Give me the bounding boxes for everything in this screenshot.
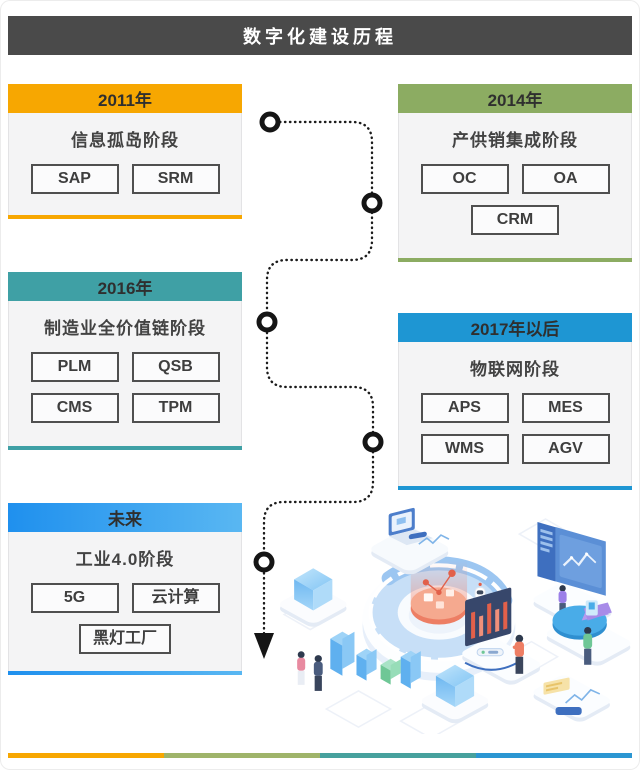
tag-QSB: QSB xyxy=(131,352,220,382)
tag-WMS: WMS xyxy=(420,434,509,464)
tag-MES: MES xyxy=(521,393,610,423)
tag-5G: 5G xyxy=(30,583,119,613)
tag-CMS: CMS xyxy=(30,393,119,423)
glass-cube xyxy=(280,568,347,627)
stage-card-2011: 2011年 信息孤岛阶段 SAP SRM xyxy=(8,84,242,219)
stage-card-body: 工业4.0阶段 5G 云计算黑灯工厂 xyxy=(9,532,241,671)
stage-accent-bar xyxy=(398,486,632,490)
molecule-icon xyxy=(422,569,456,596)
footer-segment-4 xyxy=(476,753,632,758)
tag-SAP: SAP xyxy=(30,164,119,194)
stage-card-body: 产供销集成阶段 OC OA CRM xyxy=(399,113,631,258)
stage-phase-label: 信息孤岛阶段 xyxy=(71,131,179,150)
bar-chart-3d xyxy=(330,631,421,689)
timeline-node-4 xyxy=(362,431,384,453)
data-bowl xyxy=(410,560,468,625)
tag-云计算: 云计算 xyxy=(131,583,220,613)
stage-card-body: 物联网阶段 APS MES WMS AGV xyxy=(399,342,631,486)
glass-cube xyxy=(421,664,489,724)
person xyxy=(512,634,524,674)
stage-card-2017: 2017年以后 物联网阶段 APS MES WMS AGV xyxy=(398,313,632,490)
stage-tag-list: 5G 云计算黑灯工厂 xyxy=(9,583,241,654)
stage-tag-list: APS MES WMS AGV xyxy=(399,393,631,464)
person xyxy=(297,651,306,685)
person xyxy=(313,655,323,691)
tag-AGV: AGV xyxy=(521,434,610,464)
page-title: 数字化建设历程 xyxy=(8,16,632,55)
stage-year-header: 2017年以后 xyxy=(398,313,632,342)
stage-tag-list: SAP SRM xyxy=(9,164,241,194)
stage-card-body: 信息孤岛阶段 SAP SRM xyxy=(9,113,241,215)
footer-segment-1 xyxy=(8,753,164,758)
industry-illustration xyxy=(280,507,631,734)
stage-tag-list: PLM QSB CMS TPM xyxy=(9,352,241,423)
stage-phase-label: 工业4.0阶段 xyxy=(75,550,175,569)
stage-card-future: 未来 工业4.0阶段 5G 云计算黑灯工厂 xyxy=(8,503,242,675)
stage-accent-bar xyxy=(8,446,242,450)
stage-card-body: 制造业全价值链阶段 PLM QSB CMS TPM xyxy=(9,301,241,446)
stage-accent-bar xyxy=(398,258,632,262)
stage-accent-bar xyxy=(8,215,242,219)
stage-card-2016: 2016年 制造业全价值链阶段 PLM QSB CMS TPM xyxy=(8,272,242,450)
stage-accent-bar xyxy=(8,671,242,675)
tag-PLM: PLM xyxy=(30,352,119,382)
tag-CRM: CRM xyxy=(471,205,559,235)
stage-card-2014: 2014年 产供销集成阶段 OC OA CRM xyxy=(398,84,632,262)
timeline-node-1 xyxy=(259,111,281,133)
timeline-node-2 xyxy=(361,192,383,214)
footer-color-strip xyxy=(8,753,632,758)
stage-year-header: 2011年 xyxy=(8,84,242,113)
stage-year-header: 2016年 xyxy=(8,272,242,301)
timeline-node-3 xyxy=(256,311,278,333)
stage-tag-list: OC OA CRM xyxy=(399,164,631,235)
stage-phase-label: 产供销集成阶段 xyxy=(452,131,578,150)
tag-OA: OA xyxy=(521,164,610,194)
footer-segment-3 xyxy=(320,753,476,758)
stage-year-header: 2014年 xyxy=(398,84,632,113)
document-platform xyxy=(533,600,610,722)
tag-黑灯工厂: 黑灯工厂 xyxy=(78,624,171,654)
stage-year-header: 未来 xyxy=(8,503,242,532)
stage-phase-label: 制造业全价值链阶段 xyxy=(44,319,206,338)
tag-OC: OC xyxy=(420,164,509,194)
person xyxy=(583,626,593,665)
stage-phase-label: 物联网阶段 xyxy=(470,360,560,379)
tag-APS: APS xyxy=(420,393,509,423)
tag-SRM: SRM xyxy=(131,164,220,194)
footer-segment-2 xyxy=(164,753,320,758)
tag-TPM: TPM xyxy=(131,393,220,423)
laptop-workstation xyxy=(371,507,450,575)
